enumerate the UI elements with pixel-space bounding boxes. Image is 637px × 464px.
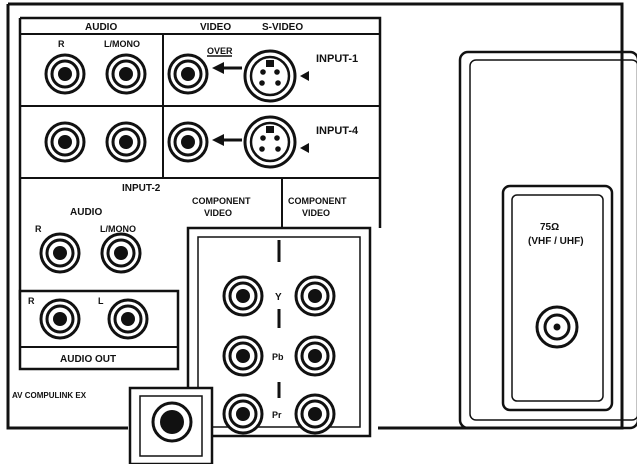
antenna-panel-outer <box>458 50 637 430</box>
audio-out-r-jack[interactable] <box>39 298 81 340</box>
antenna-jack-pin <box>553 323 561 331</box>
component-pr-jack-2[interactable] <box>294 393 336 435</box>
input4-arrow-icon <box>212 134 224 146</box>
audio-out-r-label: R <box>28 296 35 306</box>
input1-audio-r-label: R <box>58 39 65 49</box>
antenna-box-inner <box>511 194 604 402</box>
input1-over-label: OVER <box>207 46 233 56</box>
input1-audio-lmono-label: L/MONO <box>104 39 140 49</box>
input1-label: INPUT-1 <box>316 53 358 65</box>
component-right-line1: COMPONENT <box>288 196 347 206</box>
component-pr-jack-1[interactable] <box>222 393 264 435</box>
audio-out-l-label: L <box>98 296 104 306</box>
input1-audio-l-jack[interactable] <box>105 53 147 95</box>
component-left-line2: VIDEO <box>204 208 232 218</box>
input1-video-jack[interactable] <box>167 53 209 95</box>
input4-svideo-jack[interactable] <box>243 115 297 169</box>
input4-audio-r-jack[interactable] <box>44 121 86 163</box>
antenna-band-label: (VHF / UHF) <box>528 236 584 247</box>
input2-audio-r-jack[interactable] <box>39 232 81 274</box>
component-pr-label: Pr <box>272 410 282 420</box>
input-block-outline <box>18 16 382 300</box>
input2-audio-lmono-label: L/MONO <box>100 224 136 234</box>
video-header: VIDEO <box>200 22 231 33</box>
input4-pointer-icon <box>300 143 309 153</box>
antenna-box-outer <box>501 184 614 412</box>
input1-svideo-jack[interactable] <box>243 49 297 103</box>
compulink-frame-inner <box>139 395 203 457</box>
input1-audio-r-jack[interactable] <box>44 53 86 95</box>
input2-label: INPUT-2 <box>122 183 161 194</box>
compulink-label: AV COMPULINK EX <box>12 391 87 400</box>
antenna-impedance-label: 75Ω <box>540 222 559 233</box>
antenna-panel-inner <box>469 59 637 421</box>
input4-audio-l-jack[interactable] <box>105 121 147 163</box>
input1-pointer-icon <box>300 71 309 81</box>
audio-out-label: AUDIO OUT <box>60 354 116 365</box>
panel-outline-left <box>6 4 128 430</box>
component-pb-jack-2[interactable] <box>294 335 336 377</box>
compulink-jack-inner <box>160 410 184 434</box>
component-left-line1: COMPONENT <box>192 196 251 206</box>
component-video-inner-box <box>197 236 361 428</box>
component-pb-label: Pb <box>272 352 284 362</box>
input4-video-jack[interactable] <box>167 121 209 163</box>
input2-audio-label: AUDIO <box>70 207 102 218</box>
component-y-label: Y <box>275 292 282 303</box>
audio-header: AUDIO <box>85 22 117 33</box>
component-video-box <box>186 226 372 438</box>
audio-out-l-jack[interactable] <box>107 298 149 340</box>
input4-label: INPUT-4 <box>316 125 359 137</box>
input2-audio-r-label: R <box>35 224 42 234</box>
component-pb-jack-1[interactable] <box>222 335 264 377</box>
component-right-line2: VIDEO <box>302 208 330 218</box>
input2-audio-l-jack[interactable] <box>100 232 142 274</box>
component-y-jack-1[interactable] <box>222 275 264 317</box>
input1-arrow-icon <box>212 62 224 74</box>
component-y-jack-2[interactable] <box>294 275 336 317</box>
svideo-header: S-VIDEO <box>262 22 303 33</box>
